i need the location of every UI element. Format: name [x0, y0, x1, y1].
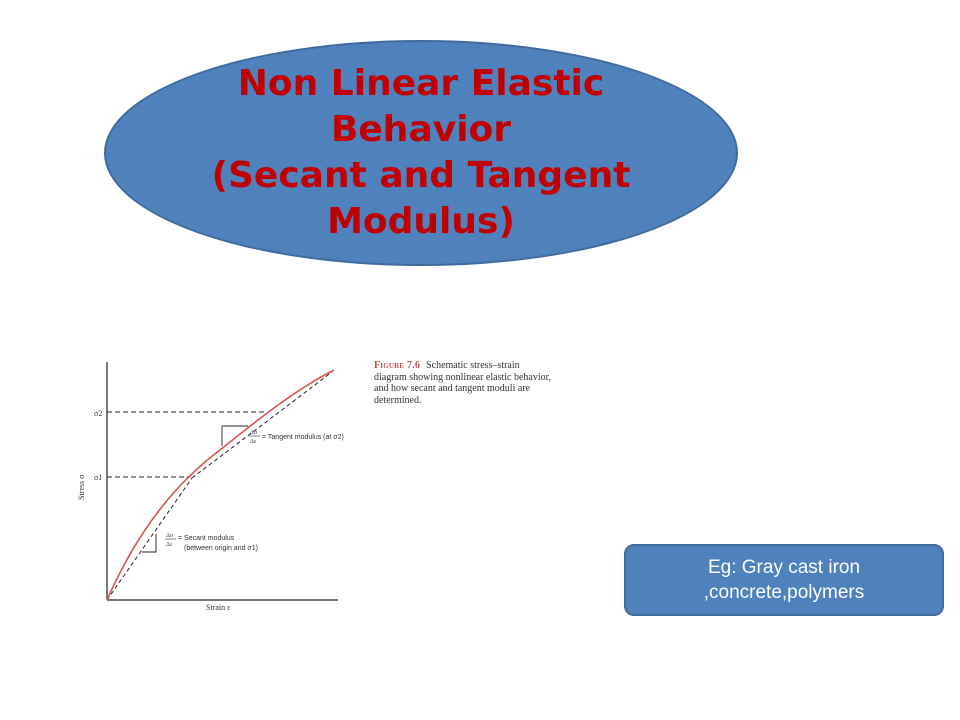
secant-line	[106, 477, 193, 601]
secant-triangle	[142, 534, 157, 553]
tangent-modulus-label: = Tangent modulus (at σ2)	[262, 434, 344, 441]
tangent-triangle	[221, 425, 248, 446]
stress-strain-diagram: Stress σ Strain ε σ2 σ1 Δσ Δε = Tangent …	[77, 362, 344, 612]
tangent-fraction-top: Δσ	[250, 430, 258, 436]
title-ellipse: Non Linear Elastic Behavior (Secant and …	[104, 40, 738, 266]
tangent-fraction-bottom: Δε	[250, 439, 257, 445]
title-line-3: (Secant and Tangent	[211, 155, 631, 196]
stress-strain-curve	[106, 369, 335, 601]
example-line-1: Eg: Gray cast iron	[707, 557, 861, 578]
example-box: Eg: Gray cast iron ,concrete,polymers	[624, 544, 944, 616]
tangent-line	[191, 371, 333, 479]
figure-caption-text: Schematic stress–strain diagram showing …	[374, 360, 552, 406]
sigma2-label: σ2	[94, 409, 102, 418]
sigma1-label: σ1	[94, 473, 102, 482]
secant-modulus-sublabel: (between origin and σ1)	[184, 545, 258, 552]
figure-caption-label: Figure 7.6	[374, 360, 421, 371]
example-line-2: ,concrete,polymers	[703, 582, 865, 603]
title-line-4: Modulus)	[327, 201, 515, 242]
x-axis-label: Strain ε	[206, 603, 231, 612]
secant-fraction-bottom: Δε	[166, 542, 173, 548]
secant-fraction-top: Δσ	[166, 533, 174, 539]
title-line-2: Behavior	[330, 109, 512, 150]
title-line-1: Non Linear Elastic	[237, 63, 605, 104]
secant-modulus-label: = Secant modulus	[178, 535, 235, 542]
y-axis-label: Stress σ	[77, 474, 86, 500]
